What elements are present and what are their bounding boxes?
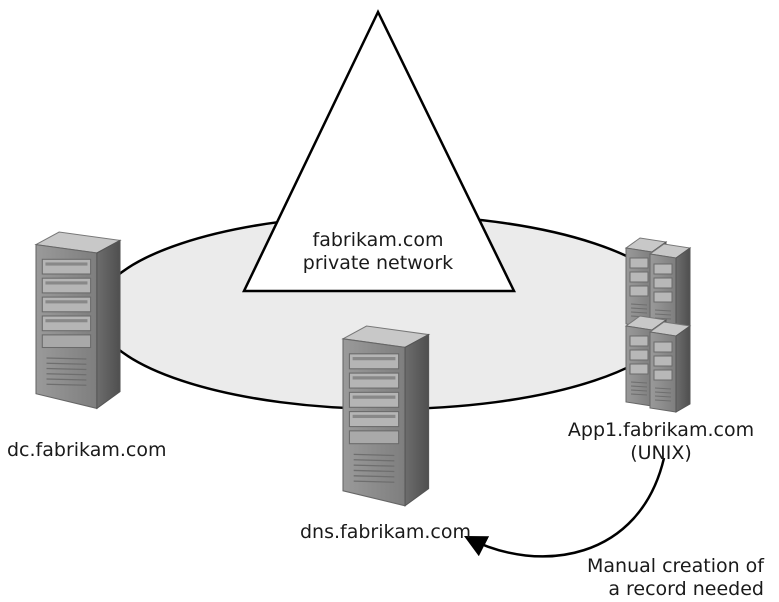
dns-server-label: dns.fabrikam.com [300,521,471,543]
annotation-label-line2: a record needed [608,578,764,600]
app-server-label-line2: (UNIX) [630,442,692,464]
annotation-label: Manual creation of a record needed [572,555,764,601]
dc-server-icon [35,231,121,410]
network-label-line2: private network [302,252,454,274]
dns-server-icon [342,325,430,507]
app-server-label-line1: App1.fabrikam.com [567,419,755,441]
annotation-arrow [463,457,666,558]
annotation-label-line1: Manual creation of [586,555,764,577]
dc-server-label: dc.fabrikam.com [7,439,167,461]
private-network-triangle [242,9,516,293]
network-label: fabrikam.com private network [288,229,468,275]
unix-server-rack-icon [625,237,691,413]
network-label-line1: fabrikam.com [312,229,444,251]
app-server-label: App1.fabrikam.com (UNIX) [566,419,756,465]
